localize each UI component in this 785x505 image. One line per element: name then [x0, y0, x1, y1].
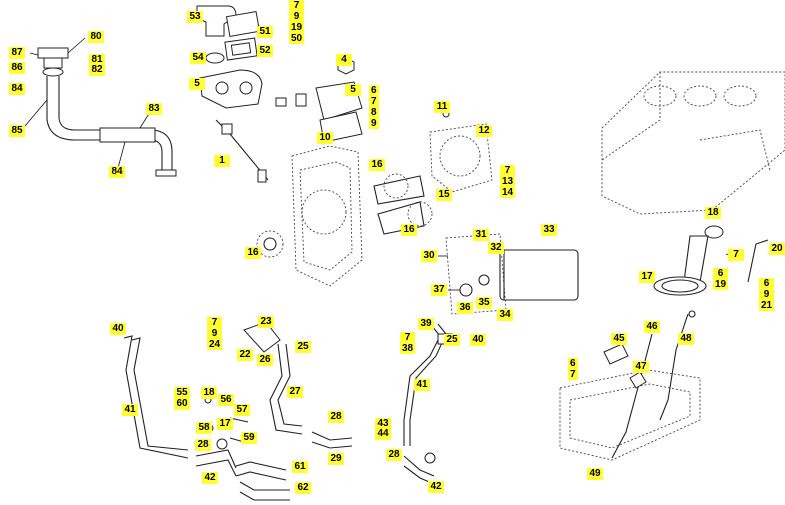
callout-43[interactable]: 43: [375, 418, 391, 430]
callout-stack-7-9-19-50[interactable]: 7 9 19 50: [289, 0, 305, 44]
callout-stack-6-9-21[interactable]: 6 9 21: [759, 278, 775, 311]
callout-48[interactable]: 48: [678, 333, 694, 345]
callout-7-right[interactable]: 7: [728, 249, 744, 261]
callout-22[interactable]: 22: [237, 349, 253, 361]
callout-stack-7-38[interactable]: 7 38: [400, 332, 416, 354]
callout-42-mid[interactable]: 42: [428, 481, 444, 493]
breather-tube-assembly: [24, 37, 177, 177]
callout-59[interactable]: 59: [241, 432, 257, 444]
callout-23[interactable]: 23: [258, 316, 274, 328]
callout-37[interactable]: 37: [431, 284, 447, 296]
callout-39[interactable]: 39: [418, 318, 434, 330]
callout-44[interactable]: 44: [375, 428, 391, 440]
callout-17-left[interactable]: 17: [217, 418, 233, 430]
callout-54[interactable]: 54: [190, 52, 206, 64]
callout-27[interactable]: 27: [287, 386, 303, 398]
callout-28-bottom[interactable]: 28: [386, 449, 402, 461]
callout-84-upper[interactable]: 84: [9, 83, 25, 95]
callout-40-left[interactable]: 40: [110, 323, 126, 335]
callout-52[interactable]: 52: [257, 45, 273, 57]
callout-80[interactable]: 80: [88, 31, 104, 43]
callout-32[interactable]: 32: [488, 242, 504, 254]
callout-55[interactable]: 55: [174, 387, 190, 399]
callout-16-top[interactable]: 16: [369, 159, 385, 171]
callout-36[interactable]: 36: [457, 302, 473, 314]
engine-block: [601, 71, 785, 215]
callout-87[interactable]: 87: [9, 47, 25, 59]
callout-stack-7-9-24[interactable]: 7 9 24: [207, 317, 223, 350]
callout-47[interactable]: 47: [633, 361, 649, 373]
callout-45[interactable]: 45: [611, 333, 627, 345]
callout-25-left[interactable]: 25: [295, 341, 311, 353]
callout-84-lower[interactable]: 84: [109, 166, 125, 178]
callout-41-mid[interactable]: 41: [414, 379, 430, 391]
callout-11[interactable]: 11: [434, 101, 450, 113]
callout-10[interactable]: 10: [317, 132, 333, 144]
callout-1[interactable]: 1: [214, 155, 230, 167]
callout-20[interactable]: 20: [769, 243, 785, 255]
oil-strainer: [653, 225, 769, 296]
callout-34[interactable]: 34: [497, 309, 513, 321]
callout-29[interactable]: 29: [328, 453, 344, 465]
callout-60[interactable]: 60: [174, 398, 190, 410]
callout-12[interactable]: 12: [476, 125, 492, 137]
callout-stack-7-13-14[interactable]: 7 13 14: [500, 165, 516, 198]
callout-28-mid[interactable]: 28: [328, 411, 344, 423]
callout-62[interactable]: 62: [295, 482, 311, 494]
callout-stack-6-7[interactable]: 6 7: [568, 358, 578, 380]
callout-5-right[interactable]: 5: [345, 84, 361, 96]
callout-85[interactable]: 85: [9, 125, 25, 137]
callout-25-mid[interactable]: 25: [444, 334, 460, 346]
callout-81[interactable]: 81: [89, 54, 105, 66]
callout-18-right[interactable]: 18: [705, 207, 721, 219]
callout-16-mid[interactable]: 16: [401, 224, 417, 236]
callout-4[interactable]: 4: [336, 54, 352, 66]
callout-51[interactable]: 51: [257, 26, 273, 38]
callout-82[interactable]: 82: [89, 64, 105, 76]
callout-56[interactable]: 56: [218, 394, 234, 406]
callout-46[interactable]: 46: [644, 321, 660, 333]
callout-5-left[interactable]: 5: [189, 78, 205, 90]
callout-61[interactable]: 61: [292, 461, 308, 473]
callout-42[interactable]: 42: [202, 472, 218, 484]
callout-40-mid[interactable]: 40: [470, 334, 486, 346]
callout-16-left[interactable]: 16: [245, 247, 261, 259]
callout-35[interactable]: 35: [476, 297, 492, 309]
callout-41-left[interactable]: 41: [122, 404, 138, 416]
callout-stack-6-19[interactable]: 6 19: [713, 268, 729, 290]
callout-18-left[interactable]: 18: [201, 387, 217, 399]
callout-83[interactable]: 83: [146, 103, 162, 115]
callout-86[interactable]: 86: [9, 62, 25, 74]
timing-gear-case: [256, 110, 493, 287]
callout-53[interactable]: 53: [187, 11, 203, 23]
callout-31[interactable]: 31: [473, 229, 489, 241]
callout-15[interactable]: 15: [436, 189, 452, 201]
callout-17-right[interactable]: 17: [639, 271, 655, 283]
callout-stack-6-7-8-9[interactable]: 6 7 8 9: [369, 85, 379, 129]
callout-30[interactable]: 30: [421, 250, 437, 262]
callout-58[interactable]: 58: [196, 422, 212, 434]
callout-49[interactable]: 49: [587, 468, 603, 480]
callout-26[interactable]: 26: [257, 354, 273, 366]
callout-33[interactable]: 33: [541, 224, 557, 236]
callout-57[interactable]: 57: [234, 404, 250, 416]
callout-28-left[interactable]: 28: [195, 439, 211, 451]
